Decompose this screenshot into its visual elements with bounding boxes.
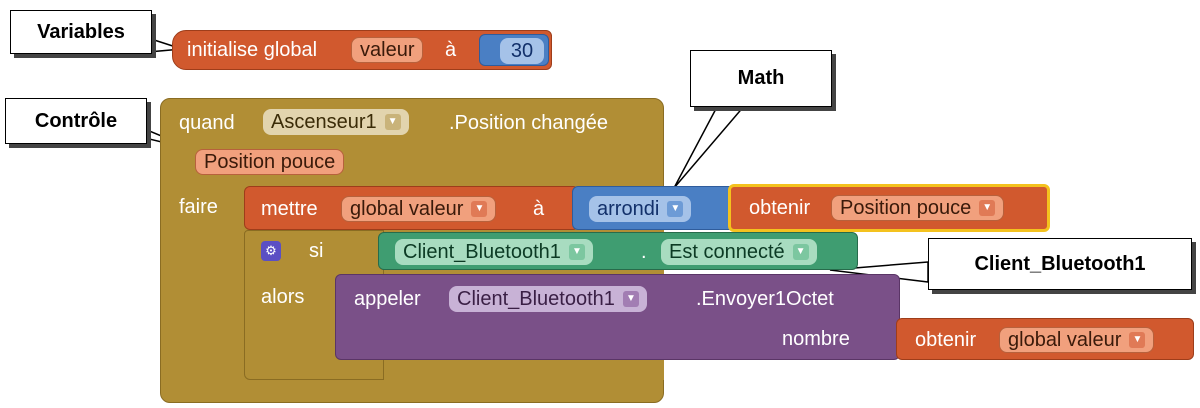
set-to-label: à: [533, 198, 545, 220]
number-value: 30: [510, 40, 534, 62]
get-label: obtenir: [749, 197, 811, 219]
get-var: Position pouce: [840, 197, 972, 219]
chevron-down-icon: ▼: [792, 244, 809, 260]
get-global-label: obtenir: [915, 329, 977, 351]
get-position-block[interactable]: obtenir Position pouce ▼: [728, 184, 1050, 232]
event-param-label: Position pouce: [204, 151, 336, 173]
if-label: si: [309, 240, 324, 262]
set-variable-block[interactable]: mettre global valeur ▼ à: [244, 186, 579, 230]
get-global-dropdown[interactable]: global valeur ▼: [999, 327, 1155, 353]
round-block[interactable]: arrondi ▼: [572, 186, 737, 230]
number-value-field[interactable]: 30: [500, 38, 544, 64]
bt-dot: .: [641, 241, 647, 263]
call-arg-label: nombre: [782, 328, 850, 350]
call-method: .Envoyer1Octet: [696, 288, 834, 310]
callout-math: Math: [690, 50, 832, 107]
chevron-down-icon: ▼: [384, 114, 401, 130]
event-component: Ascenseur1: [271, 111, 377, 133]
callout-controle-label: Contrôle: [34, 109, 118, 132]
set-var-dropdown[interactable]: global valeur ▼: [341, 196, 497, 222]
call-component: Client_Bluetooth1: [457, 288, 615, 310]
callout-math-label: Math: [737, 67, 785, 89]
bt-connected-block[interactable]: Client_Bluetooth1 ▼ . Est connecté ▼: [378, 232, 858, 270]
number-block[interactable]: 30: [479, 34, 549, 66]
bt-component: Client_Bluetooth1: [403, 241, 561, 263]
round-dropdown[interactable]: arrondi ▼: [589, 196, 692, 222]
bt-component-dropdown[interactable]: Client_Bluetooth1 ▼: [395, 239, 593, 265]
call-label: appeler: [354, 288, 421, 310]
chevron-down-icon: ▼: [622, 291, 639, 307]
init-global-block[interactable]: initialise global valeur à 30: [172, 30, 552, 70]
callout-controle: Contrôle: [5, 98, 147, 144]
chevron-down-icon: ▼: [568, 244, 585, 260]
event-component-dropdown[interactable]: Ascenseur1 ▼: [263, 109, 409, 135]
init-var-name-field[interactable]: valeur: [351, 37, 424, 63]
round-label: arrondi: [597, 198, 660, 220]
set-label: mettre: [261, 198, 318, 220]
callout-variables: Variables: [10, 10, 152, 54]
chevron-down-icon: ▼: [1129, 332, 1146, 348]
set-var: global valeur: [350, 198, 464, 220]
then-label: alors: [261, 286, 305, 308]
call-component-dropdown[interactable]: Client_Bluetooth1 ▼: [449, 286, 647, 312]
callout-variables-label: Variables: [37, 20, 125, 43]
init-to-label: à: [445, 39, 457, 61]
gear-icon[interactable]: ⚙: [261, 241, 281, 261]
get-global-var: global valeur: [1008, 329, 1122, 351]
chevron-down-icon: ▼: [667, 201, 684, 217]
bt-property-dropdown[interactable]: Est connecté ▼: [661, 239, 817, 265]
event-do-label: faire: [179, 196, 218, 218]
get-var-dropdown[interactable]: Position pouce ▼: [831, 195, 1005, 221]
callout-bluetooth-label: Client_Bluetooth1: [974, 252, 1146, 275]
event-name: .Position changée: [449, 112, 609, 134]
init-global-label: initialise global: [187, 39, 318, 61]
callout-bluetooth: Client_Bluetooth1: [928, 238, 1192, 290]
call-method-block[interactable]: appeler Client_Bluetooth1 ▼ .Envoyer1Oct…: [335, 274, 900, 360]
get-global-block[interactable]: obtenir global valeur ▼: [896, 318, 1194, 360]
bt-property: Est connecté: [669, 241, 785, 263]
init-var-name: valeur: [360, 39, 415, 61]
event-when-label: quand: [179, 112, 235, 134]
chevron-down-icon: ▼: [979, 200, 996, 216]
event-param[interactable]: Position pouce: [195, 149, 345, 175]
chevron-down-icon: ▼: [471, 201, 488, 217]
